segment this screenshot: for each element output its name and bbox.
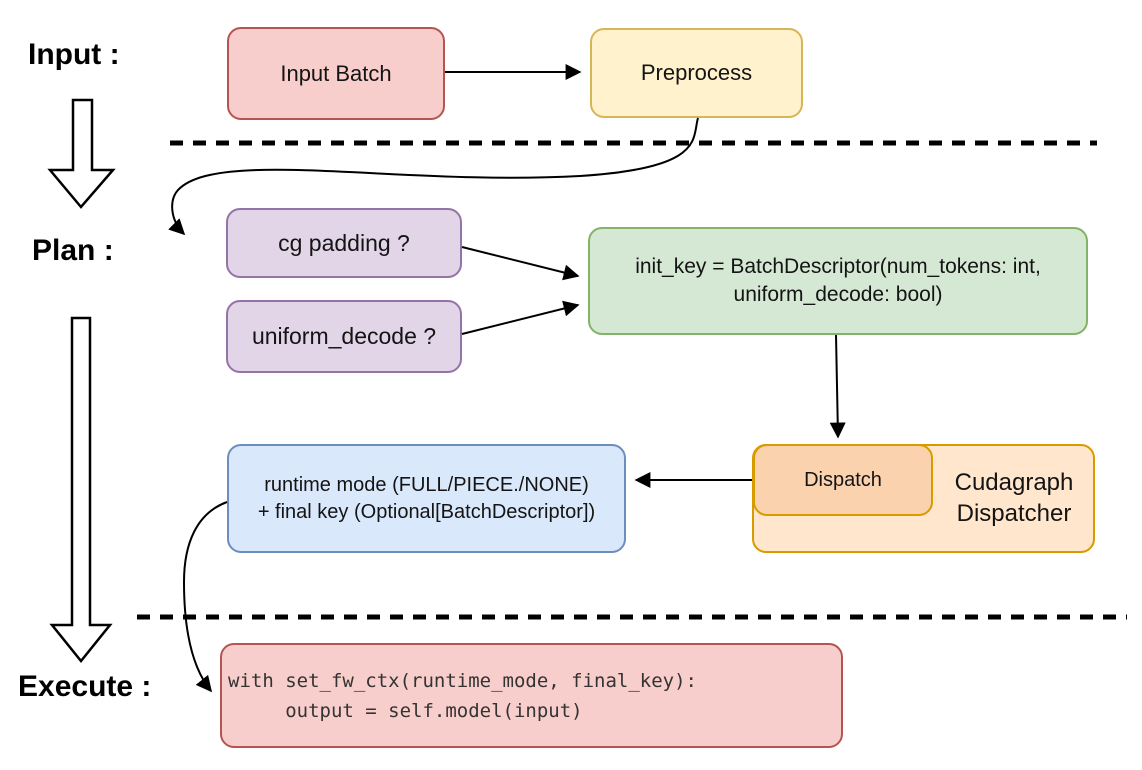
cudagraph-dispatcher-label-line2: Dispatcher (956, 500, 1072, 527)
node-preprocess-label: Preprocess (640, 60, 753, 86)
node-cg-padding-label: cg padding ? (278, 229, 410, 256)
cudagraph-dispatcher-label-line1: Cudagraph (954, 468, 1074, 496)
node-runtime-mode-line2: + final key (Optional[BatchDescriptor]) (257, 500, 596, 523)
edge-uniform-decode-to-init-key (461, 300, 580, 335)
execute-code-line1: with set_fw_ctx(runtime_mode, final_key)… (228, 669, 697, 692)
node-uniform-decode: uniform_decode ? (226, 300, 462, 373)
node-execute-code: with set_fw_ctx(runtime_mode, final_key)… (220, 643, 843, 748)
execute-code-line2: output = self.model(input) (228, 699, 583, 722)
node-input-batch-label: Input Batch (280, 60, 392, 86)
edge-init-key-to-dispatch (829, 334, 846, 439)
node-dispatch: Dispatch (753, 444, 933, 516)
node-dispatch-label: Dispatch (804, 468, 882, 491)
cudagraph-dispatcher-label: Cudagraph Dispatcher (933, 458, 1095, 538)
node-init-key-line1: init_key = BatchDescriptor(num_tokens: i… (635, 255, 1041, 279)
input-down-arrow-icon (47, 98, 116, 209)
execute-stage-label: Execute : (18, 670, 152, 703)
node-runtime-mode: runtime mode (FULL/PIECE./NONE) + final … (227, 444, 626, 553)
node-runtime-mode-line1: runtime mode (FULL/PIECE./NONE) (264, 474, 589, 497)
input-stage-label: Input : (28, 38, 120, 71)
node-input-batch: Input Batch (227, 27, 445, 120)
edge-cg-padding-to-init-key (461, 246, 580, 281)
node-uniform-decode-label: uniform_decode ? (251, 323, 437, 350)
plan-stage-label: Plan : (32, 234, 114, 267)
node-init-key-line2: uniform_decode: bool) (733, 283, 943, 306)
node-preprocess: Preprocess (590, 28, 803, 118)
node-init-key: init_key = BatchDescriptor(num_tokens: i… (588, 227, 1088, 335)
plan-to-execute-arrow-icon (49, 316, 113, 663)
node-cg-padding: cg padding ? (226, 208, 462, 278)
